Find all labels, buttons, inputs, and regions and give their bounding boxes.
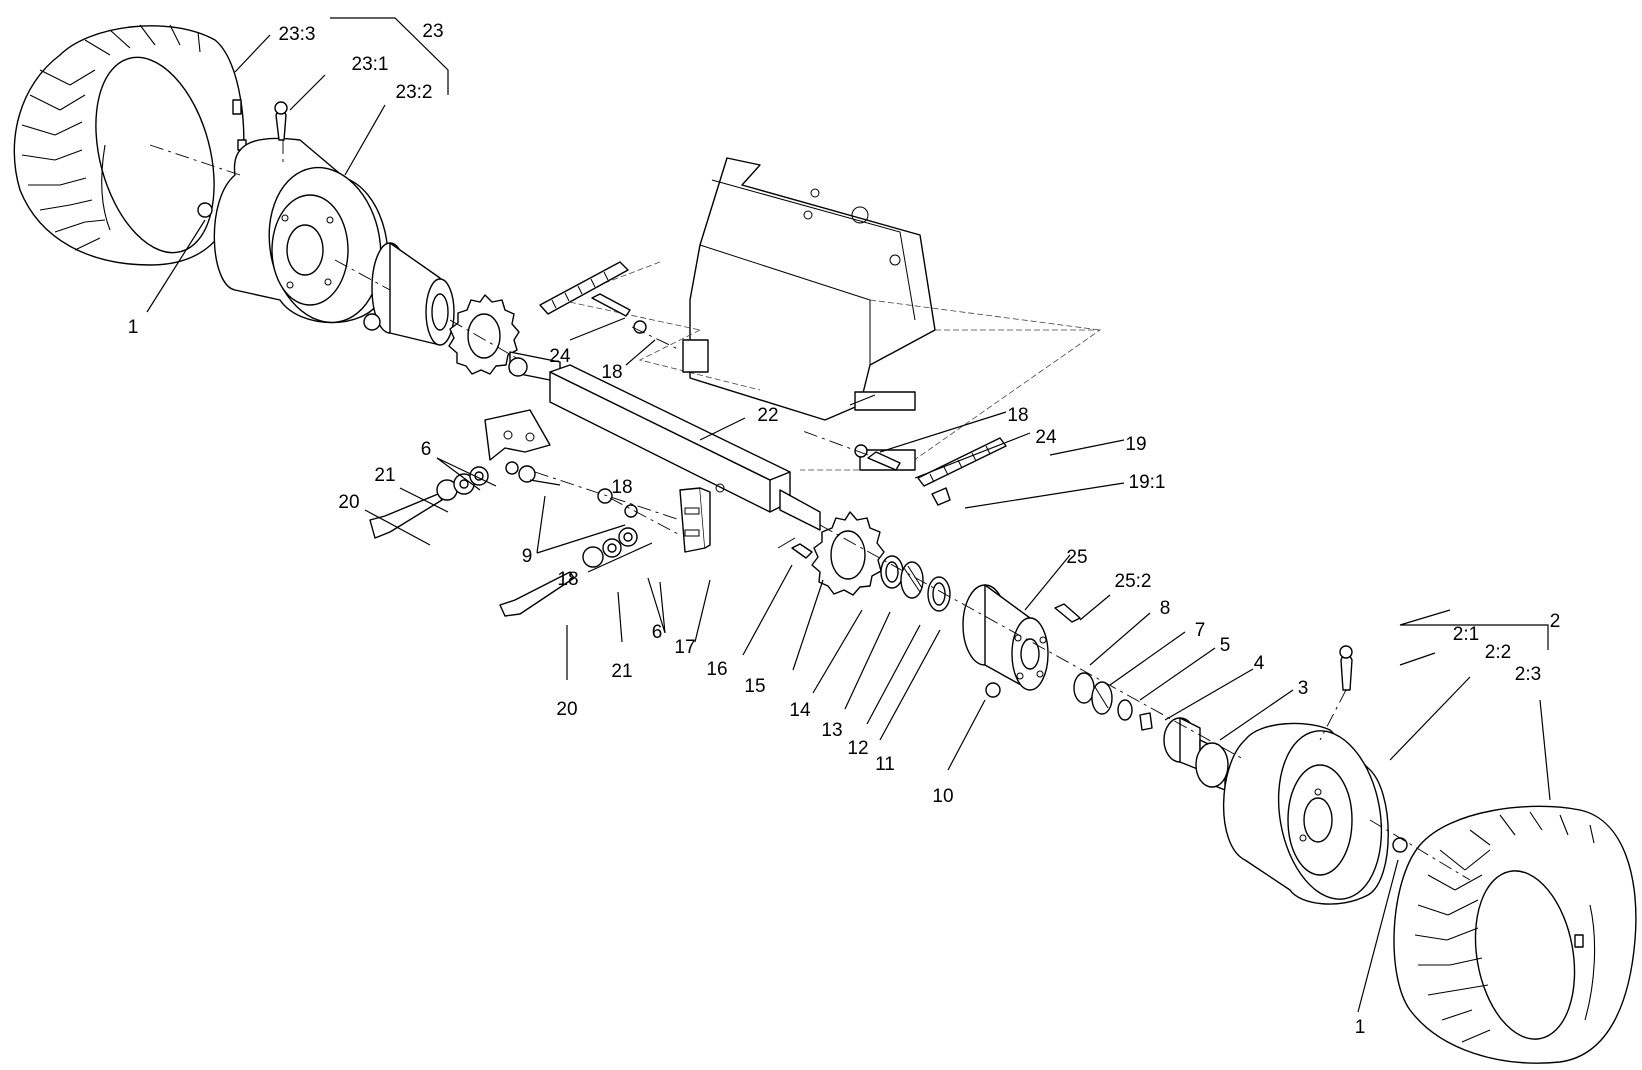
callout-14: 14: [789, 700, 811, 721]
callout-25-2: 25:2: [1115, 571, 1152, 592]
chain-right: [917, 437, 1007, 506]
rim-top-left: [213, 101, 389, 324]
sprocket-right: [811, 511, 885, 596]
bracket-upper: [484, 409, 551, 461]
hardware-right-bolt: [854, 444, 901, 471]
tire-bottom-right: [1393, 805, 1637, 1064]
callout-21-low: 21: [611, 661, 632, 682]
callout-21-top: 21: [374, 465, 395, 486]
hardware-lower: [499, 488, 638, 617]
callout-2: 2: [1550, 611, 1561, 632]
callout-18-mid: 18: [1007, 405, 1028, 426]
callout-4: 4: [1254, 653, 1265, 674]
callout-18-top: 18: [601, 362, 622, 383]
sprocket-top-left: [448, 294, 520, 375]
callout-2-2: 2:2: [1485, 642, 1511, 663]
callout-18-low: 18: [557, 569, 578, 590]
callout-2-1: 2:1: [1453, 624, 1479, 645]
callout-24-top: 24: [549, 346, 571, 367]
callout-25: 25: [1066, 547, 1087, 568]
callout-7: 7: [1195, 620, 1206, 641]
bearings-left: [880, 555, 951, 612]
tire-top-left: [13, 24, 247, 266]
chain-top: [539, 261, 629, 315]
bearings-right: [1073, 672, 1229, 791]
callout-10: 10: [932, 786, 953, 807]
callout-18-left: 18: [611, 477, 632, 498]
callout-15: 15: [744, 676, 765, 697]
machine-frame: [558, 157, 1102, 471]
leader-lines: [146, 17, 1551, 1013]
callout-6-top: 6: [421, 439, 432, 460]
callout-20-top: 20: [338, 492, 359, 513]
hardware-top-bolt: [591, 293, 647, 334]
callout-8: 8: [1160, 598, 1171, 619]
bracket-lower: [679, 487, 711, 553]
callout-6-low: 6: [652, 622, 663, 643]
callout-3: 3: [1298, 678, 1309, 699]
callout-1-top: 1: [128, 317, 139, 338]
callout-22: 22: [757, 405, 778, 426]
bolt-15: [791, 543, 813, 559]
key-16: [777, 537, 796, 549]
callout-20-low: 20: [556, 699, 577, 720]
callout-24-mid: 24: [1035, 427, 1057, 448]
callout-17: 17: [674, 637, 695, 658]
axle: [508, 351, 821, 531]
callout-labels: 23:3 23 23:1 23:2 1 24 18 22 18 24 19 19…: [128, 21, 1561, 1038]
callout-23: 23: [422, 21, 443, 42]
callout-1-bottom: 1: [1355, 1017, 1366, 1038]
callout-16: 16: [706, 659, 727, 680]
callout-19-1: 19:1: [1129, 472, 1166, 493]
callout-9: 9: [522, 546, 533, 567]
hardware-upper: [369, 461, 536, 539]
callout-23-1: 23:1: [352, 54, 389, 75]
callout-19: 19: [1125, 434, 1146, 455]
callout-2-3: 2:3: [1515, 664, 1541, 685]
callout-13: 13: [821, 720, 842, 741]
callout-23-3: 23:3: [279, 24, 316, 45]
hub-top-left: [363, 242, 455, 346]
callout-12: 12: [847, 738, 868, 759]
callout-23-2: 23:2: [396, 82, 433, 103]
rim-bottom-right: [1222, 645, 1408, 905]
centerlines: [149, 140, 1471, 881]
callout-5: 5: [1220, 635, 1231, 656]
callout-11: 11: [875, 754, 895, 775]
hub-right: [962, 584, 1081, 698]
